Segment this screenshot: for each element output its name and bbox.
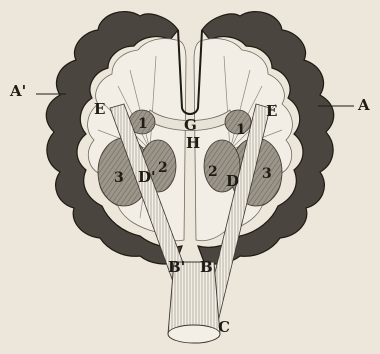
label-h: H: [186, 134, 200, 152]
region-number-right-1: 1: [236, 122, 246, 138]
stem-end: [168, 325, 220, 343]
region-number-left-3: 3: [114, 170, 124, 186]
region-number-left-2: 2: [158, 160, 168, 176]
label-a-prime: A': [9, 82, 26, 100]
label-e-right: E: [266, 102, 277, 120]
region-number-left-1: 1: [138, 116, 148, 132]
label-a: A: [357, 96, 370, 114]
label-d: D: [226, 172, 239, 190]
label-d-prime: D': [138, 168, 156, 186]
label-g: G: [184, 116, 197, 134]
region-number-right-2: 2: [208, 164, 218, 180]
region-number-right-3: 3: [262, 166, 272, 182]
label-b-prime: B': [168, 258, 185, 276]
label-b: B: [200, 258, 213, 276]
label-e-left: E: [94, 100, 105, 118]
label-c: C: [218, 318, 230, 336]
